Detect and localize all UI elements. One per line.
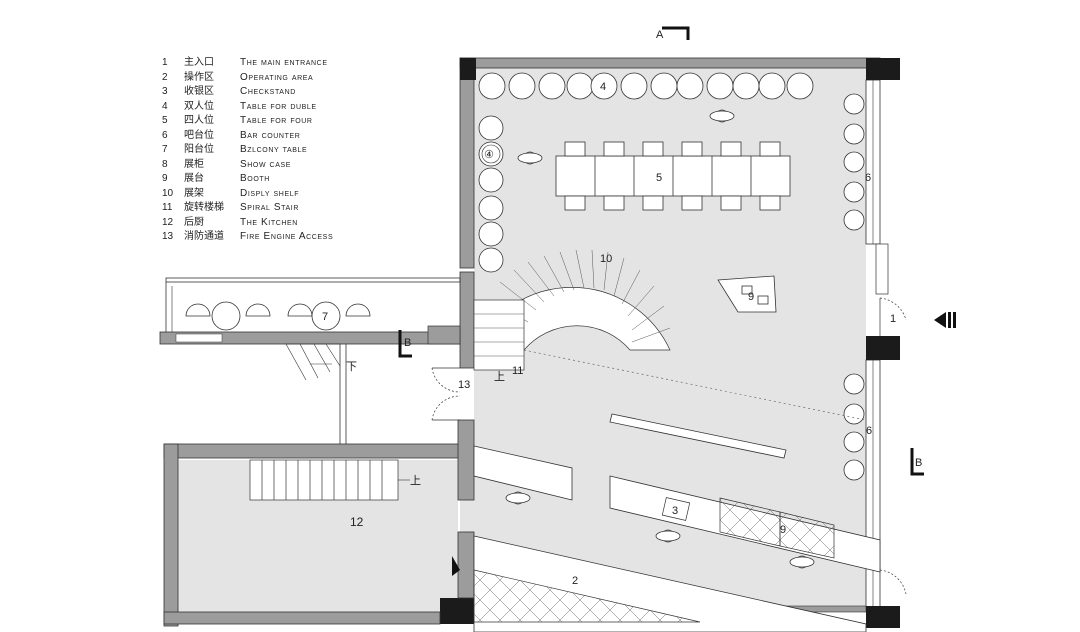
balcony-door [175, 333, 223, 343]
display-shelf [609, 413, 787, 459]
bar-seats-lower [843, 373, 865, 481]
booth-lower [719, 497, 835, 559]
wall-left-lower [459, 271, 475, 369]
long-table [555, 141, 791, 211]
top-seat-row [478, 72, 814, 100]
balcony-stair [285, 343, 341, 381]
zone-4-label: 4 [600, 81, 606, 93]
kitchen-wall-left [163, 443, 179, 627]
wall-top [459, 57, 881, 69]
svg-text:B: B [915, 457, 922, 469]
column [866, 606, 900, 628]
column [866, 58, 900, 80]
zone-11-label: 11 [512, 365, 523, 377]
down-mark: 下 [346, 361, 357, 373]
wall-left [459, 57, 475, 269]
column [866, 336, 900, 360]
person-icon [505, 109, 815, 569]
kitchen-wall-right [457, 419, 475, 501]
zone-2-label: 2 [572, 575, 578, 587]
zone-10-label: 10 [600, 253, 612, 265]
zone-4-circled-marker [481, 144, 501, 164]
kitchen-stair [249, 459, 399, 501]
zone-3-label: 3 [672, 505, 678, 517]
section-mark-a: A [656, 26, 690, 41]
zone-6-upper-label: 6 [865, 172, 871, 184]
balcony-seats [185, 301, 371, 331]
zone-5-label: 5 [656, 172, 662, 184]
spiral-stair [473, 249, 671, 371]
up-mark-spiral: 上 [494, 370, 505, 383]
diagonal-guide [523, 349, 867, 421]
entrance-arrow-icon [934, 312, 946, 328]
entrance-arrow-icon [953, 312, 956, 328]
bar-seats-upper [843, 93, 865, 231]
slanted-partition [473, 445, 573, 501]
section-mark-b-right: B [910, 448, 924, 476]
cash-register [661, 497, 691, 521]
zone-12-label: 12 [350, 515, 364, 529]
svg-text:B: B [404, 337, 411, 349]
zone-9-upper-label: 9 [748, 291, 754, 303]
zone-1-label: 1 [890, 313, 896, 325]
zone-7-label: 7 [322, 311, 328, 323]
booth-upper [717, 275, 777, 313]
balcony-rail [165, 277, 461, 283]
fire-door [427, 325, 461, 421]
kitchen-wall-top [163, 443, 465, 459]
triangle-marker-icon [452, 556, 460, 576]
section-mark-b-left: B [398, 330, 412, 358]
kitchen-wall-right-lower [457, 531, 475, 599]
column [460, 58, 476, 80]
up-mark-kitchen: 上 [410, 474, 421, 487]
entrance-arrow-icon [948, 312, 951, 328]
zone-9-lower-label: 9 [780, 524, 786, 536]
exit-door [879, 569, 907, 595]
zone-6-lower-label: 6 [866, 425, 872, 437]
zone-13-label: 13 [458, 379, 470, 391]
zone-4-circled-label: ④ [484, 149, 494, 161]
kitchen-wall-bottom [163, 611, 441, 625]
svg-text:A: A [656, 29, 664, 41]
main-entrance [875, 243, 907, 336]
operating-counter [473, 569, 701, 623]
